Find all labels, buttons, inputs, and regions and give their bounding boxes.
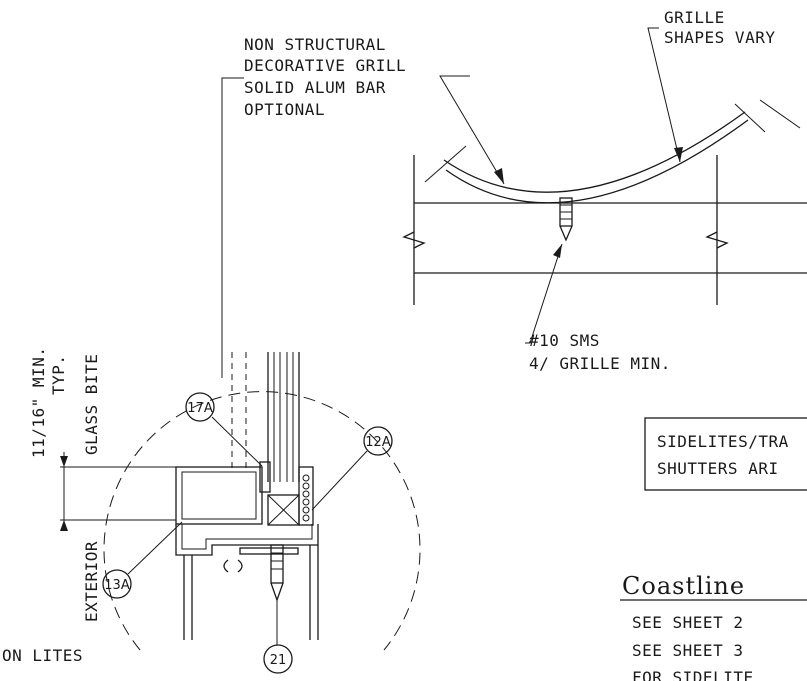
glass-bite-label: GLASS BITE [82,354,101,455]
grille-callout-line-1: GRILLE [664,8,725,27]
grill-note-line-4: OPTIONAL [244,100,325,119]
grille-detail [402,27,807,344]
note-box: SIDELITES/TRA SHUTTERS ARI [644,417,807,491]
tag-circle [102,569,132,599]
tag-circle [263,644,293,674]
grill-note-line-1: NON STRUCTURAL [244,35,386,54]
dim-arrow-top [60,456,68,467]
bead-dot [302,498,310,506]
tag-12a: 12A [363,426,393,456]
tag-17a-leader [211,416,263,467]
break-mark-right [705,231,729,249]
grill-note-leader [439,75,505,185]
screw-callout-line-1: #10 SMS [529,331,600,350]
setting-block [267,494,300,526]
bead-dot [302,474,310,482]
company-title: Coastline [622,572,745,600]
dim-arrow-bottom [60,520,68,531]
sheet-ref-3: FOR SIDELITE [632,668,754,681]
bead-dot [302,506,310,514]
fastener-shank [270,544,284,584]
tag-17a: 17A [185,392,215,422]
sheet-ref-2: SEE SHEET 3 [632,641,743,660]
tag-13a: 13A [102,569,132,599]
note-box-frame [644,417,807,491]
frame-channel [239,547,299,555]
exterior-label: EXTERIOR [82,541,101,622]
grill-note-arrowhead [494,168,504,184]
grill-note-long-leader [221,77,244,378]
note-box-line-2: SHUTTERS ARI [657,459,779,478]
grille-end-tick-left [424,145,467,183]
alum-tube-inner [181,471,257,520]
tag-label: 13A [104,578,130,593]
grille-end-tick-right [734,103,766,133]
grille-end-tick-right-2 [759,99,801,129]
enlarged-section-detail [60,352,421,651]
bead-dot [302,514,310,522]
bead-dot [302,482,310,490]
typ-label: TYP. [49,354,68,395]
grill-note-line-3: SOLID ALUM BAR [244,78,386,97]
tag-12a-leader [311,450,368,511]
min-bite-label: 11/16" MIN. [29,347,48,458]
grille-curve-outer [443,111,746,193]
grille-arrowhead [674,147,683,162]
tag-label: 21 [270,653,287,668]
break-mark-left [402,231,426,249]
tag-label: 12A [365,435,391,450]
tag-label: 17A [187,401,213,416]
tag-13a-leader [127,521,183,575]
glazing-bead [298,466,314,526]
weatherstrip [223,559,243,573]
note-box-line-1: SIDELITES/TRA [657,432,789,451]
glazing-gasket [259,461,271,493]
grille-callout-line-2: SHAPES VARY [664,28,775,47]
grill-note-line-2: DECORATIVE GRILL [244,56,406,75]
grille-leader [647,27,681,163]
sheet-ref-1: SEE SHEET 2 [632,613,743,632]
setting-block-cross [267,494,300,526]
screw-leader [525,243,563,344]
screw-tip [559,225,573,242]
edge-note: ON LITES [2,646,83,665]
tag-21: 21 [263,644,293,674]
screw-arrowhead [553,244,562,258]
tag-circle [363,426,393,456]
tag-circle [185,392,215,422]
frame-profile-inner [181,524,313,550]
frame-profile [175,524,319,556]
alum-tube-outer [175,466,263,525]
screw-callout-line-2: 4/ GRILLE MIN. [529,354,671,373]
grille-curve-inner [445,119,749,204]
bead-dot [302,490,310,498]
fastener-tip [270,582,284,602]
